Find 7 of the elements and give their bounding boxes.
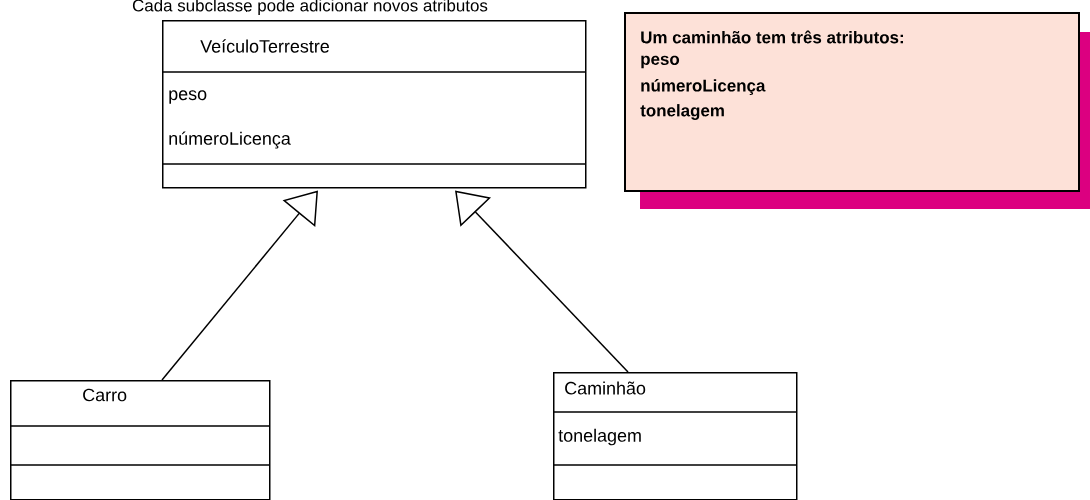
class-box: Caminhão tonelagem	[552, 372, 798, 500]
class-box: Carro	[9, 380, 271, 500]
inheritance-arrow	[455, 190, 629, 373]
inheritance-arrow	[161, 190, 318, 381]
class-box: VeículoTerrestre peso númeroLicença	[161, 20, 587, 189]
note-box: Um caminhão tem três atributos: peso númeroLicença tonelagem	[624, 12, 1090, 209]
title: Cada subclasse pode adicionar novos atributos	[132, 0, 488, 15]
